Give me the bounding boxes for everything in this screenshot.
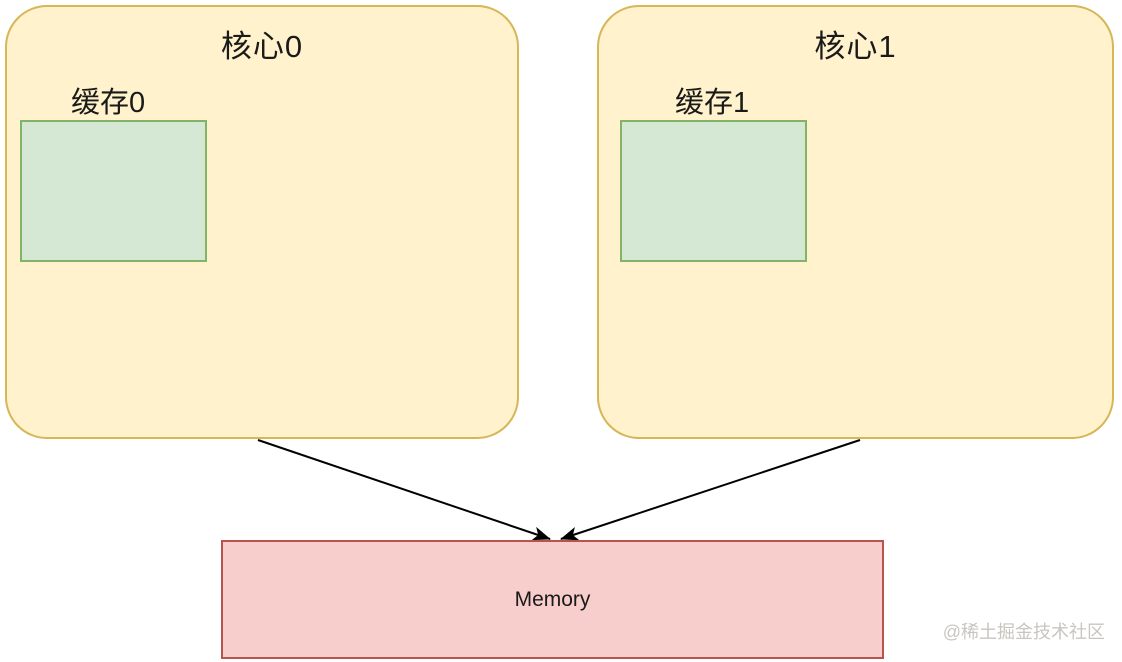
core-0-title: 核心0 xyxy=(220,29,304,64)
cache-1-box xyxy=(620,120,807,262)
core-0-box: 核心0 缓存0 xyxy=(5,5,519,439)
memory-box: Memory xyxy=(221,540,884,659)
arrow-core0-to-memory xyxy=(257,439,551,541)
core-1-title: 核心1 xyxy=(814,29,897,64)
cache-0-box xyxy=(20,120,207,262)
cache-1-label: 缓存1 xyxy=(675,87,750,119)
core-1-box: 核心1 缓存1 xyxy=(597,5,1114,439)
watermark: @稀土掘金技术社区 xyxy=(942,622,1105,642)
arrow-core1-to-memory xyxy=(560,439,861,541)
memory-label: Memory xyxy=(514,587,591,611)
cache-0-label: 缓存0 xyxy=(71,87,146,119)
